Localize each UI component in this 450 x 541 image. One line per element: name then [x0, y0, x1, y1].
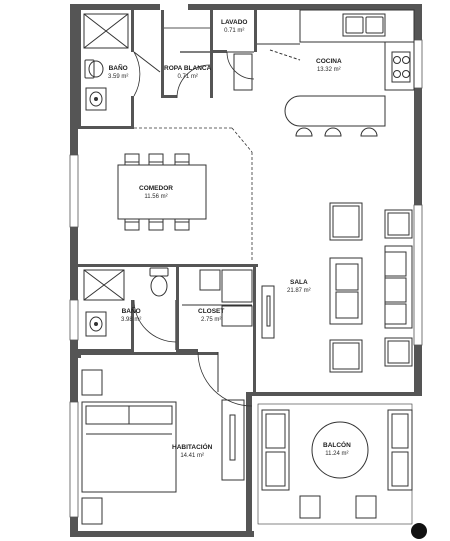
- room-label-closet: CLOSET 2.75 m²: [198, 307, 224, 325]
- room-name: BALCÓN: [323, 442, 351, 449]
- bathroom-2-fixtures: [83, 267, 177, 350]
- room-name: CLOSET: [198, 308, 225, 315]
- interior-walls: [78, 10, 258, 394]
- room-area: 21.87 m²: [287, 288, 311, 294]
- room-name: COMEDOR: [139, 185, 173, 192]
- room-label-bano-2: BAÑO 3.98 m²: [121, 307, 141, 325]
- living-furniture: [261, 202, 413, 373]
- kitchen-fixtures: [257, 9, 415, 137]
- room-area: 11.24 m²: [325, 451, 349, 457]
- room-label-comedor: COMEDOR 11.56 m²: [139, 184, 173, 202]
- closet-fixtures: [182, 269, 253, 407]
- zone-dashes: [134, 127, 253, 262]
- room-label-sala: SALA 21.87 m²: [287, 278, 311, 296]
- room-area: 0.71 m²: [224, 28, 245, 34]
- room-label-ropa-blanca: ROPA BLANCA 0.71 m²: [164, 64, 211, 82]
- balcony-furniture: [257, 403, 427, 539]
- dining-table: [117, 153, 207, 231]
- windows: [69, 39, 423, 518]
- ropa-blanca-fixtures: [164, 27, 211, 99]
- room-label-bano-1: BAÑO 3.59 m²: [108, 64, 128, 82]
- room-label-lavado: LAVADO 0.71 m²: [221, 18, 247, 36]
- room-name: BAÑO: [121, 308, 141, 315]
- bedroom-furniture: [81, 369, 245, 525]
- lavado-fixtures: [226, 51, 255, 91]
- bathroom-1-door: [133, 51, 161, 97]
- room-name: HABITACIÓN: [172, 444, 213, 451]
- room-label-cocina: COCINA 13.32 m²: [316, 57, 342, 75]
- room-area: 0.71 m²: [177, 74, 198, 80]
- room-area: 3.98 m²: [121, 317, 142, 323]
- room-area: 13.32 m²: [316, 67, 341, 73]
- room-name: SALA: [289, 279, 308, 286]
- room-name: ROPA BLANCA: [164, 65, 212, 72]
- bathroom-1-fixtures: [83, 13, 129, 111]
- outer-walls: [70, 4, 422, 537]
- room-area: 3.59 m²: [108, 74, 129, 80]
- room-label-balcon: BALCÓN 11.24 m²: [323, 441, 351, 459]
- room-area: 2.75 m²: [201, 317, 222, 323]
- room-label-habitacion: HABITACIÓN 14.41 m²: [172, 443, 212, 461]
- room-name: LAVADO: [221, 19, 248, 26]
- room-name: BAÑO: [108, 65, 128, 72]
- room-area: 14.41 m²: [180, 453, 204, 459]
- room-area: 11.56 m²: [144, 194, 168, 200]
- room-name: COCINA: [316, 58, 342, 65]
